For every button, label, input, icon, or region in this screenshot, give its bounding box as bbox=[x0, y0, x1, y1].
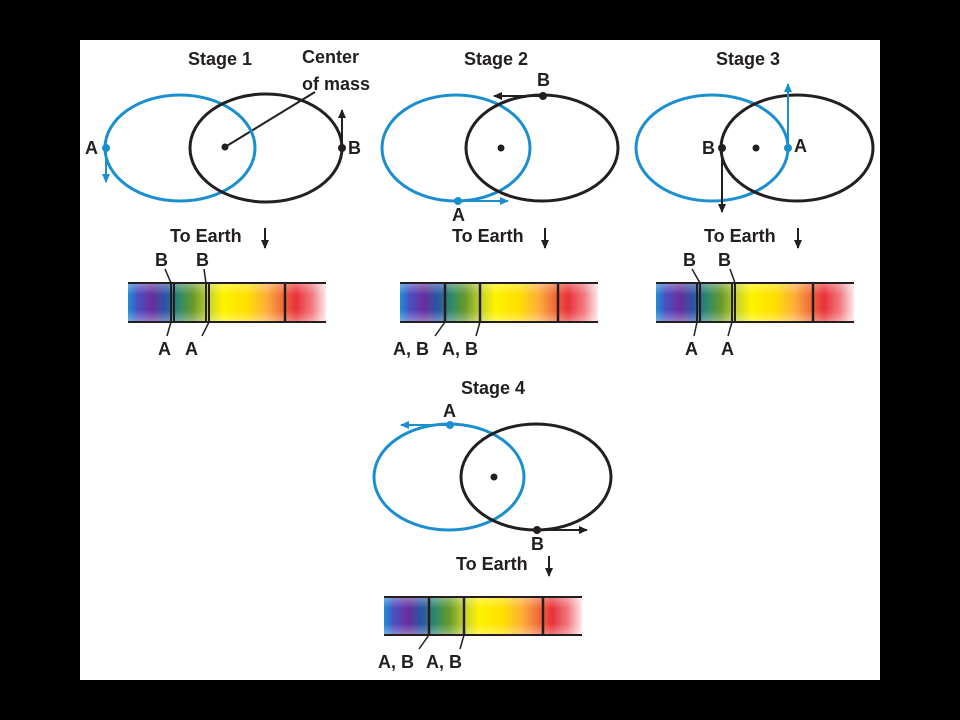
spectrum-4 bbox=[384, 596, 582, 650]
stage-3-title: Stage 3 bbox=[716, 49, 780, 69]
orbit-b bbox=[459, 422, 613, 532]
binary-star-diagram: Stage 1 Center of mass A B To Earth bbox=[85, 47, 875, 672]
spectrum-4-bottom-label-1: A, B bbox=[378, 652, 414, 672]
star-a-label: A bbox=[794, 136, 807, 156]
center-of-mass-dot bbox=[497, 144, 505, 152]
star-b bbox=[533, 526, 541, 534]
to-earth-label: To Earth bbox=[170, 226, 242, 246]
spectrum-3-bottom-label-2: A bbox=[721, 339, 734, 359]
spectrum-3-bottom-label-1: A bbox=[685, 339, 698, 359]
stage-2: Stage 2 B A To Earth A, B A, B bbox=[380, 49, 620, 359]
to-earth-label: To Earth bbox=[452, 226, 524, 246]
center-of-mass-label-line1: Center bbox=[302, 47, 359, 67]
orbit-b bbox=[188, 92, 344, 204]
star-b bbox=[539, 92, 547, 100]
stage-2-title: Stage 2 bbox=[464, 49, 528, 69]
stage-1: Stage 1 Center of mass A B To Earth bbox=[85, 47, 370, 359]
stage-4: Stage 4 A B To Earth A, B A, B bbox=[372, 378, 613, 672]
spectrum-1-bottom-label-1: A bbox=[158, 339, 171, 359]
spectrum-1-top-label-2: B bbox=[196, 250, 209, 270]
orbit-a bbox=[380, 93, 532, 203]
star-a-label: A bbox=[85, 138, 98, 158]
star-a bbox=[454, 197, 462, 205]
spectrum-1-top-label-1: B bbox=[155, 250, 168, 270]
spectrum-3 bbox=[656, 268, 854, 337]
star-a bbox=[102, 144, 110, 152]
star-b-label: B bbox=[531, 534, 544, 554]
star-b bbox=[338, 144, 346, 152]
spectrum-3-top-label-1: B bbox=[683, 250, 696, 270]
diagram-panel: Stage 1 Center of mass A B To Earth bbox=[80, 40, 880, 680]
orbit-b bbox=[464, 93, 620, 203]
orbit-a bbox=[103, 93, 257, 203]
center-of-mass-dot bbox=[490, 473, 498, 481]
star-b-label: B bbox=[537, 70, 550, 90]
orbit-a bbox=[372, 422, 526, 532]
star-a bbox=[784, 144, 792, 152]
spectrum-3-top-label-2: B bbox=[718, 250, 731, 270]
to-earth-label: To Earth bbox=[456, 554, 528, 574]
stage-1-title: Stage 1 bbox=[188, 49, 252, 69]
center-of-mass-label-line2: of mass bbox=[302, 74, 370, 94]
star-b-label: B bbox=[348, 138, 361, 158]
star-a-label: A bbox=[443, 401, 456, 421]
star-a bbox=[446, 421, 454, 429]
spectrum-2-bottom-label-2: A, B bbox=[442, 339, 478, 359]
star-b bbox=[718, 144, 726, 152]
center-of-mass-pointer bbox=[224, 91, 316, 148]
stage-4-title: Stage 4 bbox=[461, 378, 525, 398]
star-a-label: A bbox=[452, 205, 465, 225]
spectrum-2-bottom-label-1: A, B bbox=[393, 339, 429, 359]
star-b-label: B bbox=[702, 138, 715, 158]
center-of-mass-dot bbox=[221, 143, 229, 151]
center-of-mass-dot bbox=[752, 144, 760, 152]
spectrum-4-bottom-label-2: A, B bbox=[426, 652, 462, 672]
stage-3: Stage 3 A B To Earth B B A A bbox=[634, 49, 875, 359]
spectrum-2 bbox=[400, 282, 598, 337]
to-earth-label: To Earth bbox=[704, 226, 776, 246]
spectrum-1 bbox=[128, 268, 326, 337]
spectrum-1-bottom-label-2: A bbox=[185, 339, 198, 359]
